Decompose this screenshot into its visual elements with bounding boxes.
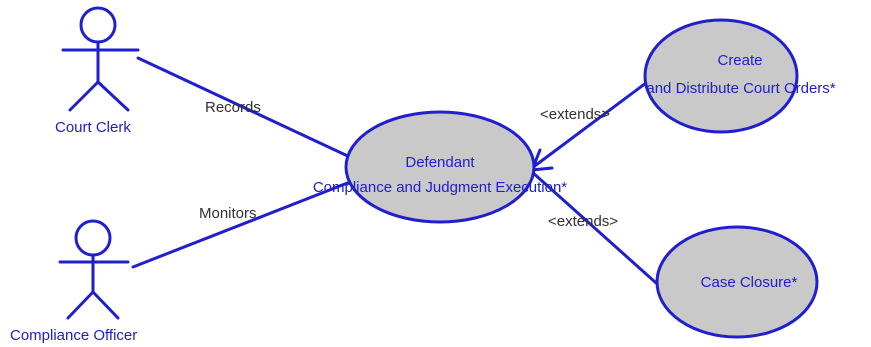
actor-label: Compliance Officer <box>10 327 137 344</box>
stick-figure-icon <box>61 6 140 112</box>
usecase-label-line-2: and Distribute Court Orders* <box>646 80 835 97</box>
actor-label: Court Clerk <box>55 119 131 136</box>
association-label-monitors: Monitors <box>199 205 257 222</box>
usecase-ellipse <box>344 110 536 224</box>
usecase-label-line-1: Defendant <box>405 154 475 171</box>
extend-line-closure <box>530 170 666 292</box>
extend-line-create <box>530 78 652 170</box>
association-line-records <box>136 56 354 160</box>
usecase-create-distribute[interactable]: Create and Distribute Court Orders* <box>643 18 836 134</box>
extends-label-create: <extends> <box>540 106 610 123</box>
extends-label-closure: <extends> <box>548 213 618 230</box>
usecase-ellipse <box>655 225 819 339</box>
usecase-ellipse <box>643 18 799 134</box>
association-label-records: Records <box>205 99 261 116</box>
usecase-label-line-1: Create <box>717 52 762 69</box>
actor-compliance-officer[interactable]: Compliance Officer <box>10 219 137 344</box>
actor-court-clerk[interactable]: Court Clerk <box>55 6 140 136</box>
usecase-label-line-1: Case Closure* <box>701 274 798 291</box>
usecase-case-closure[interactable]: Case Closure* <box>655 225 819 339</box>
usecase-defendant-compliance[interactable]: Defendant Compliance and Judgment Execut… <box>313 110 567 224</box>
usecase-label-line-2: Compliance and Judgment Execution* <box>313 179 567 196</box>
stick-figure-icon <box>58 219 130 320</box>
association-line-monitors <box>131 180 352 269</box>
